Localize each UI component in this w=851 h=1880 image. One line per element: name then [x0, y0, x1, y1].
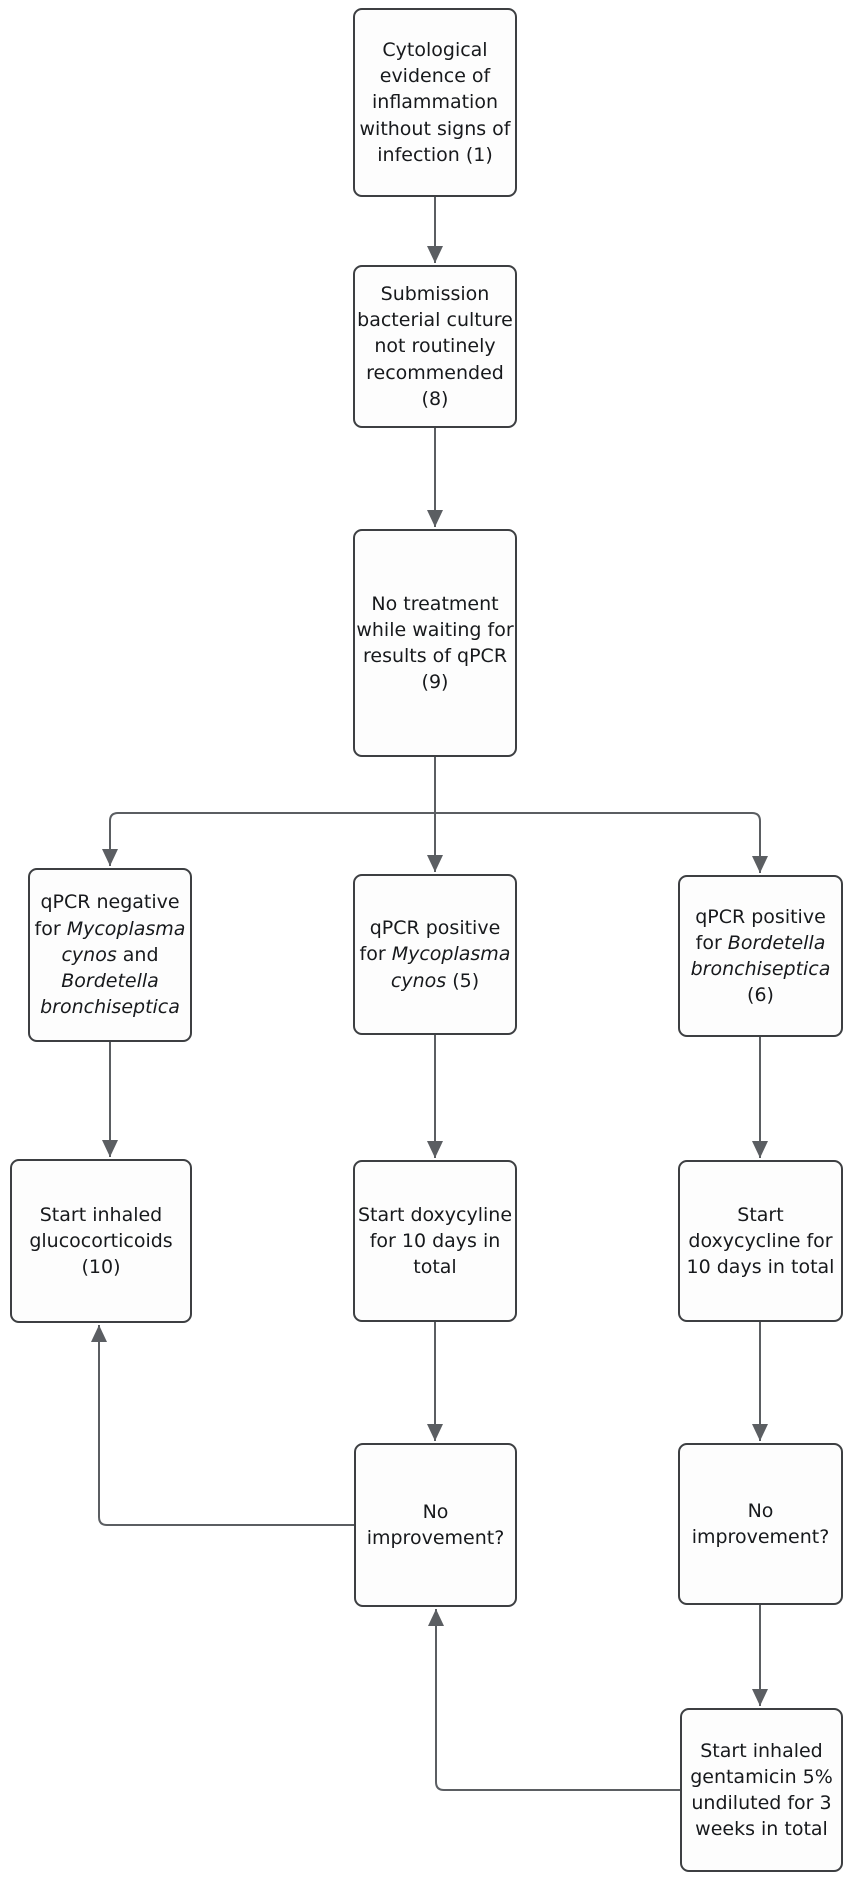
text-fragment: (5) — [446, 969, 480, 992]
text-fragment: qPCR positive for — [359, 917, 501, 966]
node-no-improvement-right-label: No improvement? — [691, 1499, 830, 1548]
node-inhaled-glucocorticoids: Start inhaled glucocorticoids (10) — [10, 1159, 192, 1323]
node-no-treatment: No treatment while waiting for results o… — [353, 529, 517, 757]
node-cytological-evidence-label: Cytological evidence of inflammation wit… — [359, 38, 511, 166]
text-fragment: and — [116, 943, 159, 966]
text-fragment: qPCR positive for — [695, 905, 826, 954]
node-inhaled-glucocorticoids-label: Start inhaled glucocorticoids (10) — [29, 1203, 173, 1279]
text-fragment: qPCR negative for — [34, 891, 180, 940]
node-qpcr-positive-mcynos-label: qPCR positive for Mycoplasma cynos (5) — [356, 915, 514, 994]
edge-no-improvement-mid-to-glucocorticoids — [91, 1325, 354, 1526]
node-no-improvement-mid-label: No improvement? — [366, 1500, 505, 1549]
node-qpcr-positive-mcynos: qPCR positive for Mycoplasma cynos (5) — [353, 874, 517, 1035]
text-fragment-italic: Bordetella bronchiseptica — [40, 970, 180, 1019]
text-fragment-italic: Mycoplasma cynos — [390, 943, 511, 992]
node-doxycycline-right-label: Start doxycycline for 10 days in total — [686, 1203, 835, 1279]
text-fragment: (6) — [747, 984, 774, 1007]
node-bacterial-culture-label: Submission bacterial culture not routine… — [357, 282, 513, 410]
edge-no-treatment-to-qpcr-bordetella — [435, 812, 768, 873]
node-inhaled-gentamicin: Start inhaled gentamicin 5% undiluted fo… — [680, 1708, 843, 1872]
node-cytological-evidence: Cytological evidence of inflammation wit… — [353, 8, 517, 197]
node-inhaled-gentamicin-label: Start inhaled gentamicin 5% undiluted fo… — [690, 1739, 833, 1841]
edge-no-treatment-to-qpcr-negative — [102, 812, 435, 866]
node-doxycyline-mid-label: Start doxycyline for 10 days in total — [357, 1203, 513, 1279]
node-bacterial-culture: Submission bacterial culture not routine… — [353, 265, 517, 428]
node-qpcr-positive-bordetella-label: qPCR positive for Bordetella bronchisept… — [681, 904, 840, 1009]
node-qpcr-negative-label: qPCR negative for Mycoplasma cynos and B… — [31, 889, 189, 1020]
node-qpcr-negative: qPCR negative for Mycoplasma cynos and B… — [28, 868, 192, 1042]
node-no-treatment-label: No treatment while waiting for results o… — [356, 592, 514, 694]
node-doxycycline-right: Start doxycycline for 10 days in total — [678, 1160, 843, 1322]
text-fragment-italic: Mycoplasma cynos — [61, 917, 186, 966]
edge-gentamicin-to-no-improvement-mid — [428, 1609, 680, 1791]
node-no-improvement-mid: No improvement? — [354, 1443, 517, 1607]
node-doxycyline-mid: Start doxycyline for 10 days in total — [353, 1160, 517, 1322]
text-fragment-italic: Bordetella bronchiseptica — [690, 931, 831, 980]
node-no-improvement-right: No improvement? — [678, 1443, 843, 1605]
node-qpcr-positive-bordetella: qPCR positive for Bordetella bronchisept… — [678, 875, 843, 1037]
